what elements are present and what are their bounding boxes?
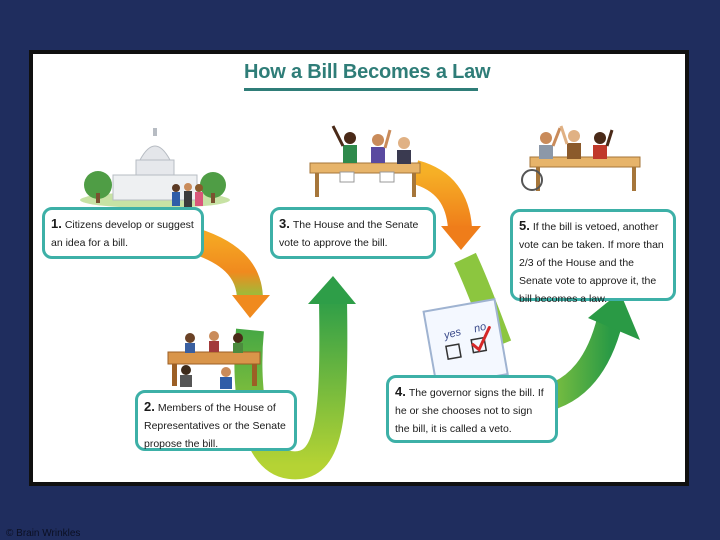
- credit-text: © Brain Wrinkles: [6, 528, 80, 539]
- ballot-illustration: [424, 299, 508, 386]
- step-1-text: Citizens develop or suggest an idea for …: [51, 219, 194, 249]
- step-4-box: 4.The governor signs the bill. If he or …: [386, 375, 558, 443]
- capitol-illustration: [80, 128, 230, 208]
- step-2-text: Members of the House of Representatives …: [144, 402, 286, 450]
- step-3-number: 3.: [279, 216, 290, 231]
- step-2-number: 2.: [144, 399, 155, 414]
- step-4-number: 4.: [395, 384, 406, 399]
- step-5-box: 5.If the bill is vetoed, another vote ca…: [510, 209, 676, 301]
- override-vote-illustration: [522, 126, 640, 191]
- step-3-box: 3.The House and the Senate vote to appro…: [270, 207, 436, 259]
- step-5-number: 5.: [519, 218, 530, 233]
- step-2-box: 2.Members of the House of Representative…: [135, 390, 297, 451]
- step-5-text: If the bill is vetoed, another vote can …: [519, 221, 664, 305]
- step-4-text: The governor signs the bill. If he or sh…: [395, 387, 544, 435]
- legislature-illustration: [310, 126, 420, 197]
- step-1-number: 1.: [51, 216, 62, 231]
- step-3-text: The House and the Senate vote to approve…: [279, 219, 418, 249]
- step-1-box: 1.Citizens develop or suggest an idea fo…: [42, 207, 204, 259]
